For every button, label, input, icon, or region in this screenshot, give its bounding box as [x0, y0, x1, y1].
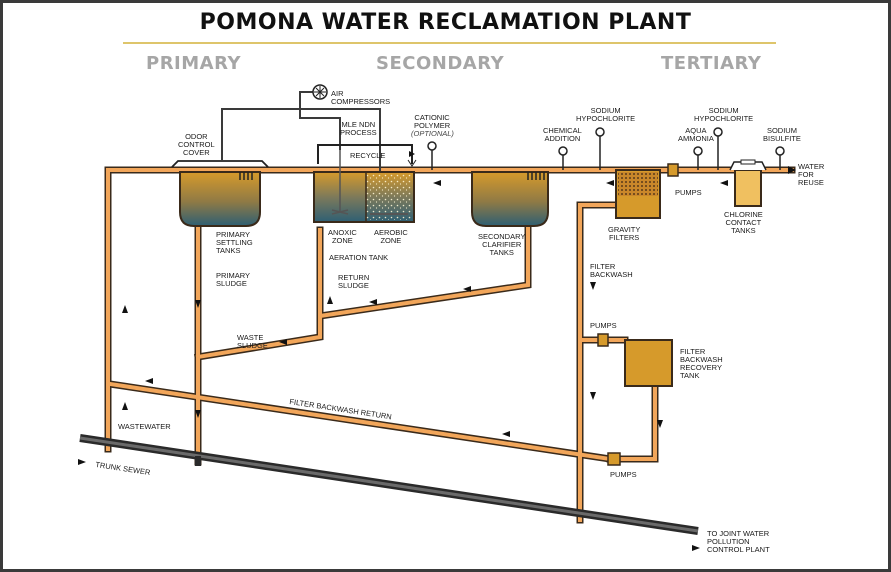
label-return-sludge: RETURN SLUDGE	[338, 273, 370, 290]
chlorine-contact-tank	[729, 159, 767, 207]
label-odor-control-cover: ODOR CONTROL COVER	[178, 132, 215, 157]
aeration-tank	[313, 144, 417, 223]
label-aqua-ammonia: AQUA AMMONIA	[678, 126, 714, 143]
label-primary-sludge: PRIMARY SLUDGE	[216, 271, 251, 288]
label-sodium-hypochlorite-1: SODIUM HYPOCHLORITE	[576, 106, 636, 123]
label-sodium-hypochlorite-2: SODIUM HYPOCHLORITE	[694, 106, 754, 123]
label-waste-sludge: WASTE SLUDGE	[237, 333, 268, 350]
label-chlorine-contact-tanks: CHLORINE CONTACT TANKS	[724, 210, 763, 235]
label-filter-backwash-recovery-tank: FILTER BACKWASH RECOVERY TANK	[680, 347, 723, 380]
label-sodium-bisulfite: SODIUM BISULFITE	[763, 126, 801, 143]
label-gravity-filters: GRAVITY FILTERS	[608, 225, 641, 242]
label-air-compressors: AIR COMPRESSORS	[331, 89, 391, 106]
label-pumps-mid: PUMPS	[590, 321, 617, 330]
label-to-joint-water-plant: TO JOINT WATER POLLUTION CONTROL PLANT	[707, 529, 770, 554]
stage-label-tertiary: TERTIARY	[661, 53, 762, 74]
label-primary-settling-tanks: PRIMARY SETTLING TANKS	[216, 230, 253, 255]
primary-settling-tank	[171, 160, 269, 227]
label-cationic-polymer: CATIONIC POLYMER	[414, 113, 451, 130]
stage-label-primary: PRIMARY	[146, 53, 242, 74]
label-anoxic-zone: ANOXIC ZONE	[328, 228, 357, 245]
page-title: POMONA WATER RECLAMATION PLANT	[199, 10, 692, 35]
label-pumps-bottom: PUMPS	[610, 470, 637, 479]
label-pumps-top: PUMPS	[675, 188, 702, 197]
backwash-recovery-tank	[624, 339, 673, 387]
label-optional: (OPTIONAL)	[411, 129, 454, 138]
pump-icons	[597, 163, 679, 466]
stage-label-secondary: SECONDARY	[376, 53, 505, 74]
label-aerobic-zone: AEROBIC ZONE	[374, 228, 408, 245]
label-water-for-reuse: WATER FOR REUSE	[798, 162, 825, 187]
label-chemical-addition: CHEMICAL ADDITION	[543, 126, 582, 143]
flow-arrows	[78, 151, 796, 551]
label-secondary-clarifier-tanks: SECONDARY CLARIFIER TANKS	[478, 232, 526, 257]
label-aeration-tank: AERATION TANK	[329, 253, 389, 262]
gravity-filter	[615, 169, 661, 219]
label-mle-ndn-process: MLE NDN PROCESS	[340, 120, 377, 137]
chemical-taps	[427, 127, 785, 170]
trunk-sewer-pipe	[79, 434, 699, 535]
label-filter-backwash: FILTER BACKWASH	[590, 262, 633, 279]
secondary-clarifier-tank	[471, 171, 549, 227]
label-wastewater: WASTEWATER	[118, 422, 171, 431]
label-recycle: RECYCLE	[350, 151, 386, 160]
air-compressor-icon	[312, 84, 328, 100]
